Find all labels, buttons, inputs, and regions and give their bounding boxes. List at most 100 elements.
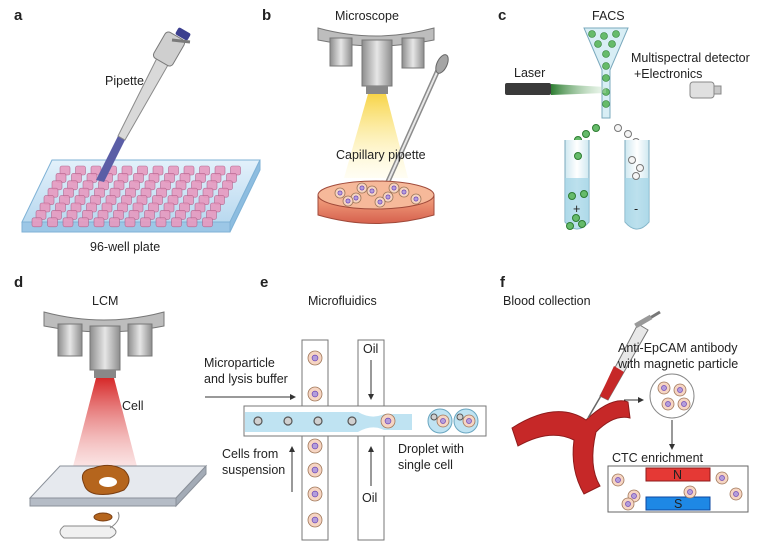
positive-cell bbox=[572, 214, 580, 222]
well bbox=[93, 217, 105, 228]
cell-icon bbox=[342, 195, 354, 207]
well bbox=[47, 217, 58, 228]
microparticle-label-line2: and lysis buffer bbox=[204, 372, 288, 386]
laser-cone bbox=[70, 378, 140, 478]
sorted-cell bbox=[608, 40, 616, 48]
culture-dish bbox=[317, 180, 435, 224]
cell-bead-cluster bbox=[649, 373, 695, 419]
cell-icon bbox=[436, 414, 450, 428]
facs-label: FACS bbox=[592, 9, 625, 23]
lcm-label: LCM bbox=[92, 294, 118, 308]
negative-cell bbox=[628, 156, 636, 164]
cell-icon bbox=[380, 413, 396, 429]
laser-source bbox=[505, 83, 551, 95]
panel-e: e Microfluidics Oil Oil Microparticle an… bbox=[204, 274, 487, 541]
negative-cell bbox=[632, 172, 640, 180]
pipette-icon bbox=[96, 27, 191, 182]
ctc-enrichment-label: CTC enrichment bbox=[612, 451, 704, 465]
well bbox=[31, 217, 43, 228]
plate-label: 96-well plate bbox=[90, 240, 160, 254]
cell-icon bbox=[683, 485, 697, 499]
laser-beam bbox=[551, 84, 606, 95]
oil-top-label: Oil bbox=[363, 342, 378, 356]
cell-icon bbox=[374, 196, 386, 208]
well bbox=[78, 217, 89, 228]
collection-tube bbox=[59, 511, 120, 539]
well bbox=[109, 217, 120, 228]
cell-icon bbox=[611, 473, 625, 487]
cell-icon bbox=[307, 350, 323, 366]
microparticle bbox=[456, 413, 464, 421]
pipette-label: Pipette bbox=[105, 74, 144, 88]
cell-icon bbox=[673, 383, 687, 397]
positive-cell bbox=[568, 192, 576, 200]
panel-letter-f: f bbox=[500, 274, 506, 291]
cell-icon bbox=[307, 486, 323, 502]
well bbox=[140, 217, 151, 228]
positive-cell bbox=[580, 190, 588, 198]
sorted-cell bbox=[588, 30, 596, 38]
cell-icon bbox=[621, 497, 635, 511]
96-well-plate bbox=[21, 159, 261, 233]
antibody-label-line2: with magnetic particle bbox=[617, 357, 738, 371]
cell-icon bbox=[382, 191, 394, 203]
panel-letter-a: a bbox=[14, 7, 23, 24]
cell-icon bbox=[356, 182, 368, 194]
well bbox=[62, 217, 74, 228]
detector-label-line1: Multispectral detector bbox=[631, 51, 750, 65]
negative-sign: - bbox=[634, 202, 638, 216]
sorted-cell bbox=[582, 130, 590, 138]
panel-c: c FACS Laser Multispectral detector +Ele… bbox=[498, 7, 750, 230]
cell-icon bbox=[410, 193, 422, 205]
well bbox=[202, 217, 213, 228]
blood-vessel bbox=[511, 400, 631, 495]
microfluidics-title: Microfluidics bbox=[308, 294, 377, 308]
magnet-north bbox=[645, 467, 711, 482]
capillary-pipette-label: Capillary pipette bbox=[336, 148, 426, 162]
panel-letter-e: e bbox=[260, 274, 268, 291]
panel-letter-d: d bbox=[14, 274, 23, 291]
microparticle bbox=[253, 416, 263, 426]
cell-icon bbox=[398, 186, 410, 198]
sorted-cell bbox=[602, 62, 610, 70]
capillary-pipette-icon bbox=[383, 54, 449, 189]
well bbox=[124, 217, 136, 228]
panel-f: f Blood collection Anti-EpCAM antibody w… bbox=[500, 274, 749, 513]
microparticle bbox=[430, 413, 438, 421]
flow-arrows bbox=[205, 360, 374, 492]
microfluidic-cells bbox=[253, 350, 479, 528]
sorted-cell bbox=[614, 124, 622, 132]
magnet-south bbox=[645, 496, 711, 511]
positive-cell bbox=[578, 220, 586, 228]
cell-icon bbox=[677, 397, 691, 411]
microfluidic-chip bbox=[243, 339, 487, 541]
well bbox=[155, 217, 167, 228]
microparticle bbox=[313, 416, 323, 426]
sorted-cell bbox=[602, 50, 610, 58]
cell-icon bbox=[715, 471, 729, 485]
cell-icon bbox=[661, 397, 675, 411]
oil-bottom-label: Oil bbox=[362, 491, 377, 505]
sorted-cell bbox=[592, 124, 600, 132]
cells-label-line2: suspension bbox=[222, 463, 285, 477]
panel-letter-c: c bbox=[498, 7, 506, 24]
cell-icon bbox=[307, 386, 323, 402]
cell-icon bbox=[307, 512, 323, 528]
panel-b: b Microscope Capillary pipette bbox=[262, 7, 449, 224]
cell-icon bbox=[366, 185, 378, 197]
microparticle bbox=[347, 416, 357, 426]
detector-icon bbox=[689, 81, 722, 99]
microparticle-label-line1: Microparticle bbox=[204, 356, 275, 370]
blood-collection-label: Blood collection bbox=[503, 294, 591, 308]
cell-icon bbox=[334, 187, 346, 199]
microscope-label: Microscope bbox=[335, 9, 399, 23]
laser-label: Laser bbox=[514, 66, 545, 80]
cell-icon bbox=[729, 487, 743, 501]
panel-letter-b: b bbox=[262, 7, 271, 24]
cells-label-line1: Cells from bbox=[222, 447, 278, 461]
negative-cell bbox=[636, 164, 644, 172]
sorted-cell bbox=[602, 74, 610, 82]
south-label: S bbox=[674, 497, 682, 511]
well-grid bbox=[31, 165, 241, 228]
